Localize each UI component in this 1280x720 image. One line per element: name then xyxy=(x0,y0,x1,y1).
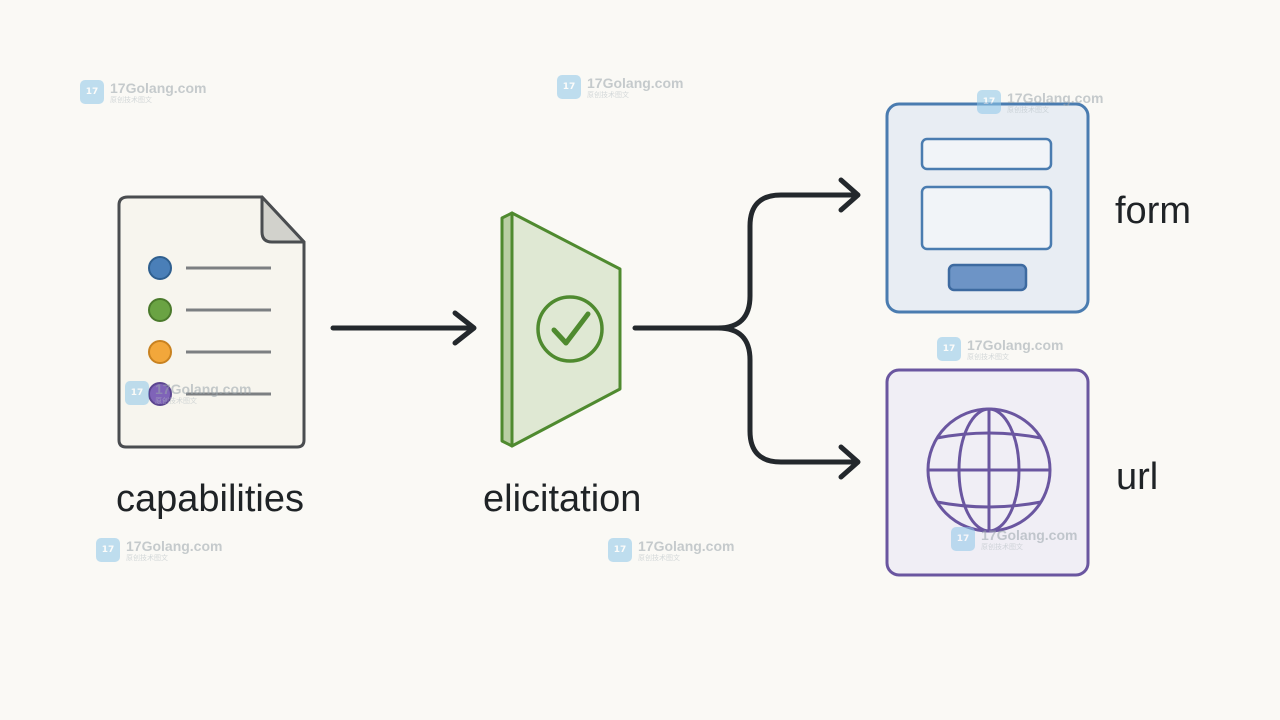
branch-arrows xyxy=(632,177,861,480)
check-mark xyxy=(551,311,591,346)
capabilities-document-icon xyxy=(117,195,306,449)
form-icon xyxy=(885,102,1090,314)
form-submit-shape xyxy=(947,263,1028,292)
arrowhead-form xyxy=(838,177,861,213)
arrow-capabilities-to-elicitation xyxy=(330,310,477,346)
elicitation-funnel-icon xyxy=(500,211,622,448)
form-field-large xyxy=(920,185,1053,251)
url-card xyxy=(885,368,1090,577)
list-dot-orange xyxy=(148,340,172,364)
arrowhead-url xyxy=(838,444,861,480)
form-field-short xyxy=(920,137,1053,171)
form-label: form xyxy=(1115,190,1191,232)
list-dot-purple xyxy=(148,382,172,406)
capabilities-label: capabilities xyxy=(116,478,304,520)
elicitation-label: elicitation xyxy=(483,478,642,520)
list-dot-blue xyxy=(148,256,172,280)
url-label: url xyxy=(1116,456,1159,498)
check-circle-icon xyxy=(536,295,604,363)
globe-icon xyxy=(926,407,1052,533)
list-dot-green xyxy=(148,298,172,322)
arrow-to-form xyxy=(632,192,858,331)
arrow-to-url xyxy=(715,325,858,465)
